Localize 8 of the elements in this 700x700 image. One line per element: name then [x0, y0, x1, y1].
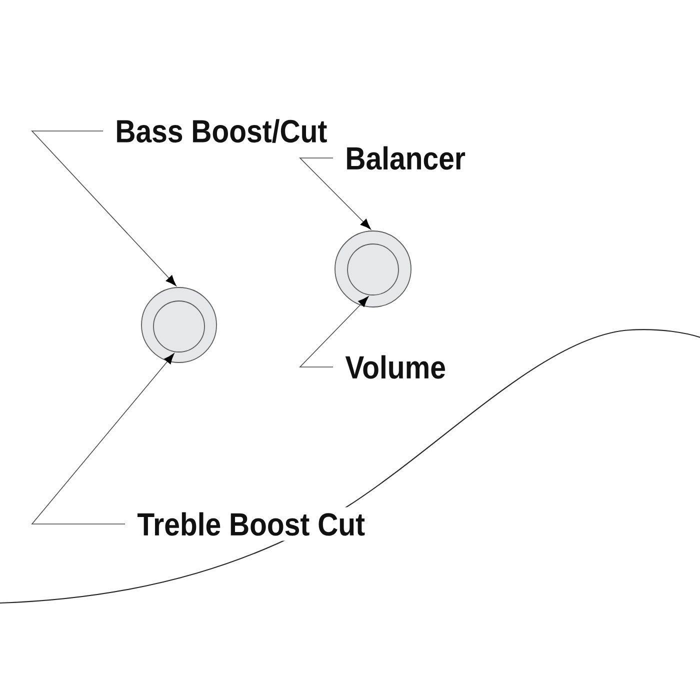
- leader-line: [299, 158, 371, 230]
- leader-line: [31, 130, 176, 286]
- callout-label: Treble Boost Cut: [125, 507, 378, 541]
- inner-knob: [153, 300, 205, 352]
- leader-line: [299, 296, 369, 368]
- callout-label: Volume: [333, 350, 458, 384]
- inner-knob: [347, 244, 399, 296]
- leader-line: [31, 353, 174, 524]
